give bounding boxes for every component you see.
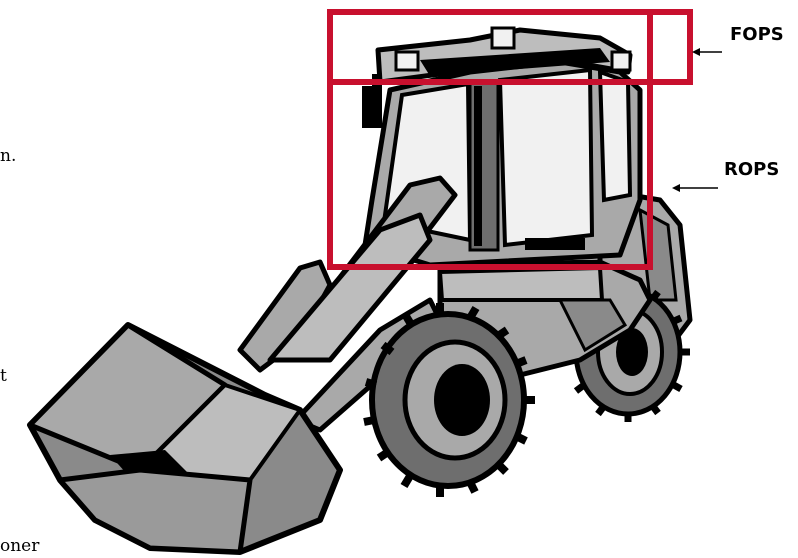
fops-arrow <box>692 48 722 56</box>
rops-arrow <box>672 184 718 192</box>
rops-label: ROPS <box>724 161 779 179</box>
fops-label: FOPS <box>730 26 784 44</box>
